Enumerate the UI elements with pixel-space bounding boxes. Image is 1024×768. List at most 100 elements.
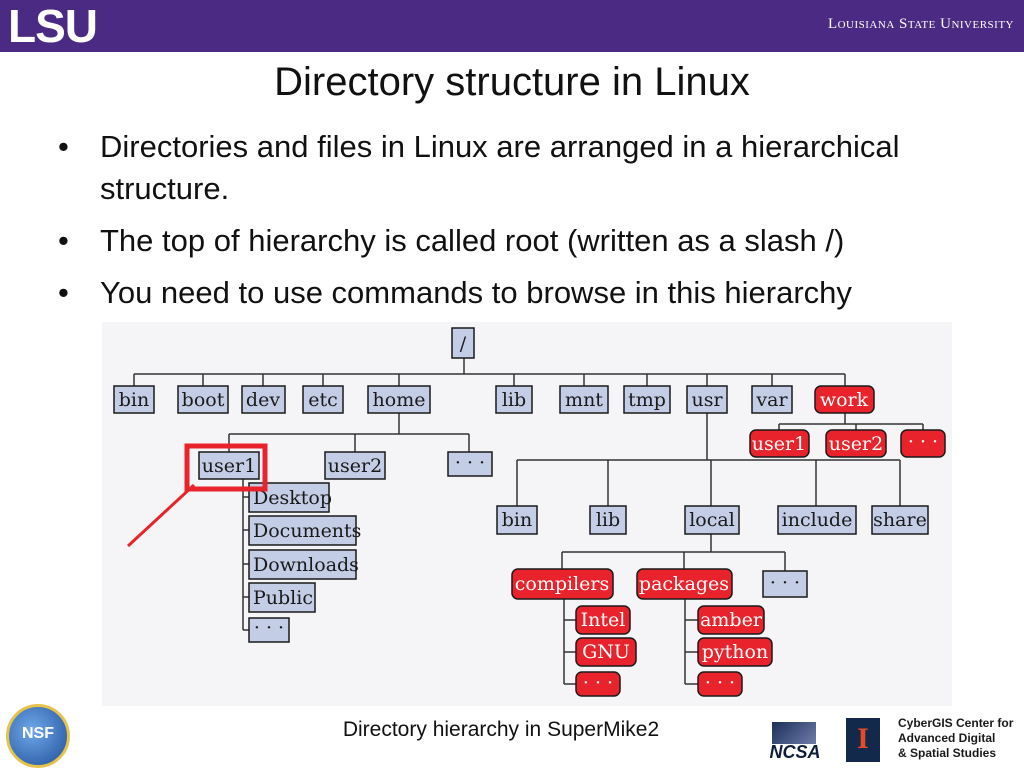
svg-text:local: local	[689, 509, 735, 531]
user1-highlight-callout	[126, 443, 268, 548]
svg-text:Intel: Intel	[581, 609, 626, 631]
diagram-caption: Directory hierarchy in SuperMike2	[342, 718, 660, 741]
tree-node-work-user2: user2	[825, 429, 887, 458]
illinois-logo-text: I	[857, 722, 869, 755]
tree-node-usr-lib: lib	[589, 505, 627, 535]
svg-text:share: share	[873, 509, 927, 531]
svg-text:tmp: tmp	[628, 389, 666, 411]
tree-node-compilers-more: · · ·	[575, 671, 621, 697]
bullet-text: You need to use commands to browse in th…	[100, 275, 852, 310]
tree-node-tmp: tmp	[623, 385, 671, 414]
tree-node-public: Public	[248, 582, 316, 613]
tree-node-usr-include: include	[777, 505, 857, 535]
tree-edges	[133, 358, 924, 685]
svg-text:· · ·: · · ·	[705, 672, 735, 694]
nsf-logo: NSF	[6, 704, 70, 768]
tree-node-packages-more: · · ·	[697, 671, 743, 697]
tree-node-local-more: · · ·	[762, 570, 808, 598]
tree-node-packages: packages	[636, 568, 733, 600]
tree-node-usr-share: share	[871, 505, 929, 535]
tree-node-gnu: GNU	[575, 637, 637, 667]
bullet-text: Directories and files in Linux are arran…	[100, 129, 900, 206]
svg-text:etc: etc	[308, 389, 338, 411]
tree-node-bin: bin	[113, 385, 155, 414]
svg-text:Public: Public	[253, 587, 313, 609]
tree-node-intel: Intel	[575, 605, 631, 635]
tree-node-usr-bin: bin	[496, 505, 538, 535]
illinois-logo: I	[846, 718, 880, 762]
tree-node-downloads: Downloads	[248, 549, 359, 580]
tree-node-home-user2: user2	[324, 451, 386, 480]
ncsa-logo-text: NCSA	[769, 742, 821, 762]
svg-text:lib: lib	[596, 509, 620, 531]
svg-text:Downloads: Downloads	[253, 554, 359, 576]
svg-text:bin: bin	[119, 389, 149, 411]
tree-node-python: python	[697, 637, 773, 667]
svg-text:/: /	[460, 333, 467, 355]
svg-text:var: var	[755, 389, 788, 411]
svg-text:packages: packages	[639, 573, 729, 595]
svg-text:GNU: GNU	[582, 641, 630, 663]
ncsa-logo-mark	[772, 722, 816, 744]
tree-node-desktop: Desktop	[248, 482, 332, 513]
svg-text:· · ·: · · ·	[908, 431, 938, 453]
tree-node-user1-more: · · ·	[248, 617, 290, 643]
bullet-dot: •	[58, 223, 69, 258]
tree-node-work-user1: user1	[749, 429, 810, 458]
svg-text:· · ·: · · ·	[455, 452, 485, 474]
bullet-text: The top of hierarchy is called root (wri…	[100, 223, 845, 258]
tree-node-home: home	[367, 385, 431, 414]
svg-text:amber: amber	[700, 609, 763, 631]
tree-node-usr: usr	[686, 385, 728, 414]
svg-text:· · ·: · · ·	[254, 617, 284, 639]
svg-text:mnt: mnt	[565, 389, 603, 411]
tree-node-usr-local: local	[684, 505, 740, 535]
svg-text:home: home	[373, 389, 426, 411]
svg-text:user2: user2	[328, 455, 382, 477]
svg-text:Desktop: Desktop	[253, 487, 332, 509]
tree-node-home-more: · · ·	[447, 451, 493, 477]
svg-text:· · ·: · · ·	[583, 672, 613, 694]
svg-text:include: include	[782, 509, 853, 531]
tree-node-dev: dev	[241, 385, 286, 414]
tree-node-lib: lib	[495, 385, 533, 414]
tree-svg: / bin boot dev etc home lib mnt tmp usr …	[113, 327, 946, 697]
header-bar: LSU Louisiana State University	[0, 0, 1024, 52]
tree-node-root: /	[451, 327, 475, 359]
svg-text:user1: user1	[202, 455, 256, 477]
tree-node-compilers: compilers	[511, 568, 614, 600]
svg-text:boot: boot	[182, 389, 225, 411]
tree-node-amber: amber	[697, 605, 765, 635]
svg-text:compilers: compilers	[515, 573, 610, 595]
svg-text:lib: lib	[502, 389, 526, 411]
tree-node-var: var	[751, 385, 793, 414]
svg-text:work: work	[820, 389, 869, 411]
tree-node-home-user1: user1	[198, 451, 260, 480]
cybergis-line: CyberGIS Center for	[898, 716, 1014, 730]
ncsa-logo: NCSA	[762, 722, 828, 762]
tree-node-etc: etc	[302, 385, 344, 414]
svg-text:dev: dev	[246, 389, 280, 411]
lsu-logo: LSU	[8, 0, 98, 52]
tree-node-work-more: · · ·	[900, 429, 946, 458]
svg-text:user2: user2	[829, 433, 883, 455]
svg-text:Documents: Documents	[253, 520, 361, 542]
directory-tree-diagram: / bin boot dev etc home lib mnt tmp usr …	[102, 322, 952, 706]
slide-title: Directory structure in Linux	[274, 60, 750, 104]
svg-text:python: python	[702, 641, 768, 663]
bullet-dot: •	[58, 275, 69, 310]
bullet-item: •Directories and files in Linux are arra…	[58, 126, 998, 210]
tree-node-boot: boot	[177, 385, 229, 414]
tree-node-mnt: mnt	[559, 385, 609, 414]
cybergis-line: Advanced Digital	[898, 731, 996, 745]
cybergis-line: & Spatial Studies	[898, 746, 997, 760]
svg-text:bin: bin	[502, 509, 532, 531]
tree-node-documents: Documents	[248, 515, 361, 546]
nsf-logo-text: NSF	[22, 725, 54, 742]
svg-text:usr: usr	[691, 389, 723, 411]
cybergis-logo-text: CyberGIS Center for Advanced Digital & S…	[898, 716, 1024, 761]
tree-node-work: work	[814, 385, 875, 414]
university-name: Louisiana State University	[827, 16, 1014, 32]
bullet-list: • Directories and files in Linux are arra…	[58, 126, 998, 324]
svg-text:· · ·: · · ·	[770, 572, 800, 594]
